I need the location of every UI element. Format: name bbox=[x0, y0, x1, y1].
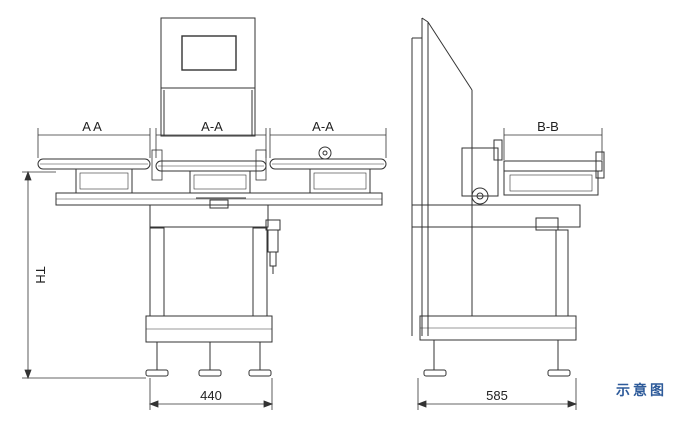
levelling-feet bbox=[145, 342, 272, 377]
front-view: A A A-A A-A TH 440 bbox=[22, 17, 387, 410]
front-dimensions bbox=[22, 128, 387, 410]
section-label-a-a-right: A-A bbox=[312, 119, 334, 134]
conveyor-belts bbox=[37, 146, 387, 172]
side-view: B-B 585 bbox=[411, 17, 605, 410]
side-conveyor bbox=[461, 139, 605, 205]
display-housing bbox=[160, 17, 256, 137]
height-dimension-label: TH bbox=[33, 266, 48, 283]
side-levelling-feet bbox=[423, 340, 571, 377]
side-display-panel bbox=[411, 17, 473, 336]
side-dimensions bbox=[416, 128, 603, 410]
machine-stand bbox=[145, 149, 273, 343]
diagram-caption: 示意图 bbox=[616, 383, 667, 399]
conveyor-frames bbox=[75, 168, 371, 209]
main-beam bbox=[55, 192, 383, 228]
section-label-b-b: B-B bbox=[537, 119, 559, 134]
depth-dimension-label: 585 bbox=[486, 388, 508, 403]
width-dimension-label: 440 bbox=[200, 388, 222, 403]
section-label-a-a-left: A A bbox=[82, 119, 102, 134]
side-stand bbox=[411, 204, 581, 341]
air-filter-unit bbox=[265, 219, 281, 274]
section-label-a-a-center: A-A bbox=[201, 119, 223, 134]
